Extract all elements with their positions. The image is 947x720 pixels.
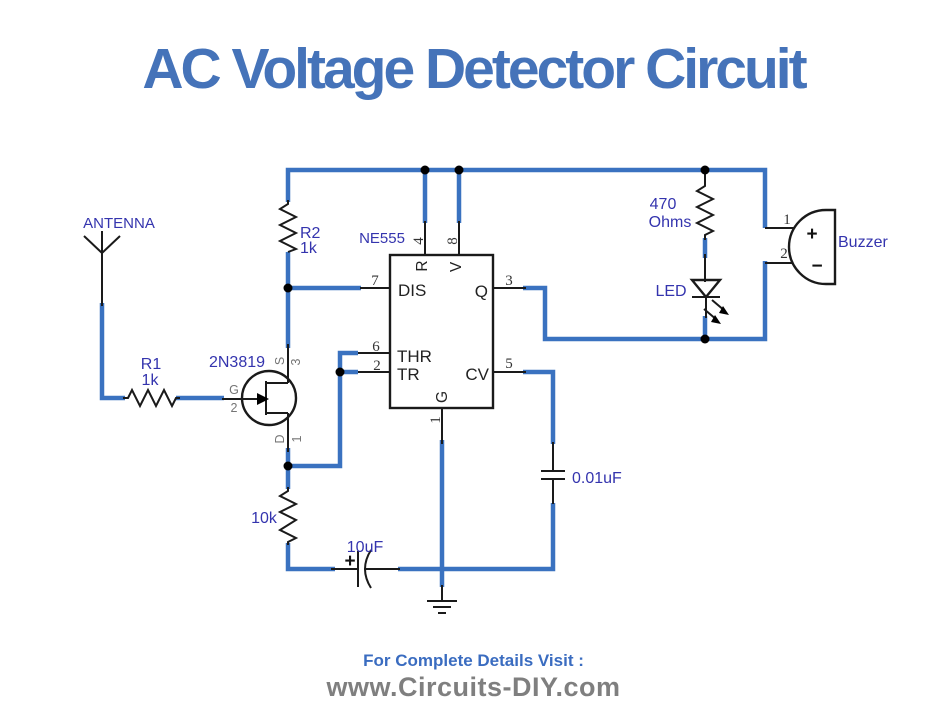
- r2-zigzag: [277, 200, 299, 253]
- ne555-body: [388, 253, 495, 410]
- ic-pin6-number: 6: [372, 339, 380, 355]
- ic-dis-label: DIS: [398, 281, 426, 300]
- ic-pin8-number: 8: [445, 237, 461, 245]
- r3-value-line2-label: Ohms: [649, 214, 692, 231]
- component-leads: [83, 172, 794, 614]
- labels: ANTENNA R1 1k 2N3819 G 2 S 3 D 1 R2 1k N…: [83, 196, 888, 572]
- r1-name-label: R1: [141, 356, 162, 373]
- wire-output-rail: [523, 261, 768, 342]
- buzzer-minus-sign: −: [811, 256, 822, 277]
- ic-pin1-number: 1: [428, 416, 444, 424]
- ic-vcc-label: V: [448, 261, 465, 272]
- r2-name-label: R2: [300, 225, 321, 242]
- r3-zigzag: [694, 172, 716, 240]
- junction-dot: [454, 165, 464, 175]
- antenna-label: ANTENNA: [83, 215, 155, 232]
- led-triangle: [689, 278, 723, 299]
- jfet-source-label: S: [273, 357, 287, 365]
- ic-cv-label: CV: [465, 365, 489, 384]
- jfet-drain-pin-label: 1: [290, 435, 304, 442]
- wire-c2-bottom: [398, 503, 556, 572]
- jfet-gate-pin-label: 2: [231, 401, 238, 415]
- jfet-gate-arrow: [257, 393, 269, 405]
- wires: [99, 167, 768, 587]
- junction-dot: [283, 461, 293, 471]
- r1-zigzag: [123, 387, 180, 409]
- ic-gnd-label: G: [434, 391, 451, 403]
- buzzer-plus-sign: +: [806, 224, 817, 245]
- r4-zigzag: [277, 487, 299, 545]
- led-arrow1-head: [719, 306, 729, 315]
- buzzer-label: Buzzer: [838, 234, 888, 251]
- r4-value-label: 10k: [251, 510, 278, 527]
- junction-dot: [335, 367, 345, 377]
- jfet-gate-label: G: [229, 383, 239, 397]
- ic-pin5-number: 5: [505, 356, 513, 372]
- buzzer-pin2-number: 2: [780, 246, 788, 262]
- antenna-v-left: [83, 235, 103, 254]
- ic-pin2-number: 2: [373, 358, 381, 374]
- ic-reset-label: R: [414, 260, 431, 271]
- ic-part-label: NE555: [359, 230, 405, 247]
- wire-10k-bottom: [285, 543, 335, 572]
- junction-dot: [420, 165, 430, 175]
- wire-cv: [523, 369, 556, 444]
- junction-dot: [700, 334, 710, 344]
- led-arrow2-head: [711, 315, 721, 324]
- ic-pin3-number: 3: [505, 273, 513, 289]
- antenna-v-right: [101, 235, 121, 254]
- c1-plus-sign: +: [344, 551, 355, 572]
- footer-site-text: www.Circuits-DIY.com: [326, 672, 621, 702]
- r2-value-label: 1k: [300, 240, 318, 257]
- buzzer-body: [787, 208, 827, 286]
- junction-dot: [700, 165, 710, 175]
- ic-thr-label: THR: [397, 347, 432, 366]
- c2-value-label: 0.01uF: [572, 470, 622, 487]
- c1-value-label: 10uF: [347, 539, 384, 556]
- footer: For Complete Details Visit : www.Circuit…: [0, 651, 947, 703]
- wire-top-bus: [285, 167, 768, 228]
- junction-dot: [283, 283, 293, 293]
- r1-value-label: 1k: [142, 372, 160, 389]
- ic-pin4-number: 4: [411, 237, 427, 245]
- ic-pin7-number: 7: [371, 273, 379, 289]
- led-label: LED: [655, 283, 686, 300]
- wire-thr: [337, 350, 358, 374]
- ic-out-label: Q: [475, 282, 488, 301]
- buzzer-flat-side: [826, 208, 837, 286]
- wire-tr-to-drain: [286, 372, 343, 469]
- jfet-source-pin-label: 3: [289, 358, 303, 365]
- footer-visit-text: For Complete Details Visit :: [363, 651, 584, 670]
- jfet-part-label: 2N3819: [209, 354, 265, 371]
- r3-value-line1-label: 470: [650, 196, 677, 213]
- wire-antenna-to-r1: [99, 303, 125, 401]
- ic-tr-label: TR: [397, 365, 420, 384]
- page-title: AC Voltage Detector Circuit: [142, 37, 807, 101]
- junction-dots: [283, 165, 710, 471]
- jfet-drain-label: D: [273, 434, 287, 443]
- buzzer-pin1-number: 1: [783, 212, 791, 228]
